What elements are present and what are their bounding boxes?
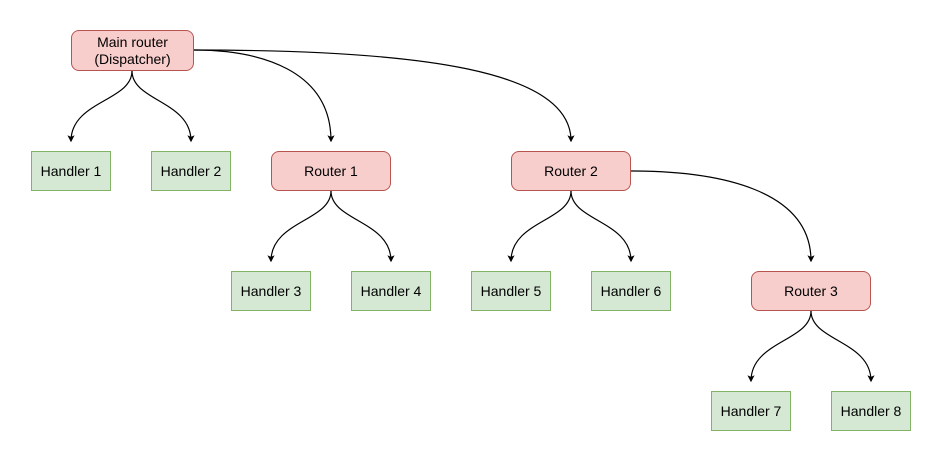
node-router-1[interactable]: Router 1 (271, 151, 391, 191)
node-handler-1[interactable]: Handler 1 (31, 151, 111, 191)
edge-router-3-to-handler-8 (810, 310, 875, 383)
node-handler-8[interactable]: Handler 8 (831, 391, 911, 431)
node-router-3[interactable]: Router 3 (751, 271, 871, 311)
node-label: Handler 3 (240, 282, 302, 299)
node-handler-5[interactable]: Handler 5 (471, 271, 551, 311)
edge-router-2-to-handler-5 (507, 190, 572, 263)
node-label: Handler 1 (40, 162, 102, 179)
edge-main-to-router-1 (193, 49, 335, 143)
edge-paths (67, 49, 875, 383)
node-label: Router 3 (784, 282, 838, 299)
node-handler-2[interactable]: Handler 2 (151, 151, 231, 191)
edge-main-to-handler-2 (131, 70, 195, 143)
node-label: Handler 5 (480, 282, 542, 299)
edge-router-2-to-router-3 (630, 170, 815, 263)
node-label: Handler 6 (600, 282, 662, 299)
node-handler-3[interactable]: Handler 3 (231, 271, 311, 311)
node-main-router[interactable]: Main router (Dispatcher) (71, 30, 194, 71)
edge-main-to-router-2 (193, 49, 575, 143)
edge-main-to-handler-1 (67, 70, 133, 143)
edge-router-3-to-handler-7 (747, 310, 812, 383)
node-label: Main router (Dispatcher) (94, 33, 171, 67)
node-handler-6[interactable]: Handler 6 (591, 271, 671, 311)
node-label: Router 2 (544, 162, 598, 179)
node-label: Handler 7 (720, 402, 782, 419)
node-label: Handler 2 (160, 162, 222, 179)
node-label: Handler 4 (360, 282, 422, 299)
node-label: Handler 8 (840, 402, 902, 419)
node-label: Router 1 (304, 162, 358, 179)
node-handler-7[interactable]: Handler 7 (711, 391, 791, 431)
node-handler-4[interactable]: Handler 4 (351, 271, 431, 311)
node-router-2[interactable]: Router 2 (511, 151, 631, 191)
edge-router-1-to-handler-3 (267, 190, 332, 263)
edge-router-2-to-handler-6 (570, 190, 635, 263)
edge-router-1-to-handler-4 (330, 190, 395, 263)
